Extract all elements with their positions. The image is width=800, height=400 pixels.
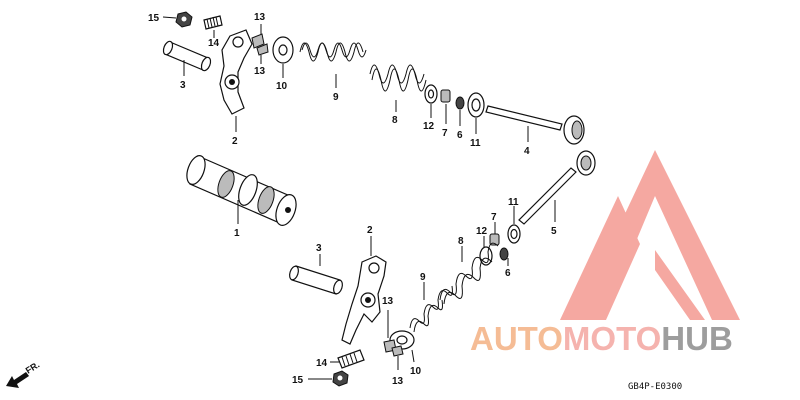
svg-text:AUTOMOTOHUB: AUTOMOTOHUB	[470, 320, 733, 357]
nut-part-lower	[332, 370, 349, 387]
outer-valve-spring-part	[369, 64, 427, 92]
callout-4-top: 4	[524, 146, 530, 157]
callout-8-top: 8	[392, 115, 398, 126]
valve-guide-clip-part	[467, 92, 485, 118]
spring-retainer-part	[272, 36, 294, 64]
watermark-text: AUTOMOTOHUB	[470, 320, 733, 357]
watermark-auto: AUTO	[470, 320, 563, 357]
valve-seal-part	[455, 96, 465, 110]
callout-5-bottom: 5	[551, 226, 557, 237]
callout-6-bottom: 6	[505, 268, 511, 279]
exhaust-valve-part	[485, 105, 585, 145]
callout-9-top: 9	[333, 92, 339, 103]
callout-7-top: 7	[442, 128, 448, 139]
callout-6-top: 6	[457, 130, 463, 141]
callout-13-top-a: 13	[254, 12, 266, 23]
callout-11-top: 11	[470, 138, 481, 149]
callout-13-top-b: 13	[254, 66, 266, 77]
callout-13-bottom-a: 13	[382, 296, 394, 307]
inner-valve-spring-part	[299, 42, 367, 62]
callout-12-bottom: 12	[476, 226, 488, 237]
intake-valve-part	[518, 150, 596, 225]
arrow-down-left-icon	[6, 372, 29, 388]
front-direction-indicator: FR.	[6, 360, 41, 388]
outer-valve-spring-part-lower	[439, 242, 499, 305]
stem-seal-part	[440, 89, 451, 103]
watermark-moto: MOTO	[563, 320, 661, 357]
callout-2-top: 2	[232, 136, 238, 147]
callout-9-bottom: 9	[420, 272, 426, 283]
callout-10-bottom: 10	[410, 366, 422, 377]
spring-seat-part	[424, 84, 438, 104]
callout-15-bottom: 15	[292, 375, 304, 386]
valve-cotter-part	[251, 33, 269, 56]
callout-10-top: 10	[276, 81, 288, 92]
inner-valve-spring-part-lower	[409, 285, 453, 333]
callout-3-top: 3	[180, 80, 186, 91]
callout-7-bottom: 7	[491, 212, 497, 223]
drawing-code: GB4P-E0300	[628, 382, 682, 392]
watermark-logo-icon	[560, 150, 740, 320]
callout-3-bottom: 3	[316, 243, 322, 254]
valve-guide-clip-part-lower	[507, 224, 521, 244]
callout-14-bottom: 14	[316, 358, 328, 369]
callout-13-bottom-b: 13	[392, 376, 404, 387]
callout-8-bottom: 8	[458, 236, 464, 247]
valve-cotter-part-lower	[383, 339, 404, 357]
camshaft-part	[186, 155, 297, 226]
valve-seal-part-lower	[499, 247, 509, 261]
watermark-hub: HUB	[661, 320, 733, 357]
callout-15-top: 15	[148, 13, 160, 24]
front-direction-label: FR.	[24, 360, 42, 376]
callout-1-top: 1	[234, 228, 240, 239]
callout-12-top: 12	[423, 121, 435, 132]
rocker-arm-part-lower	[341, 255, 387, 345]
callout-14-top: 14	[208, 38, 220, 49]
adjuster-screw-part	[203, 15, 223, 30]
nut-part	[175, 11, 193, 28]
callout-labels: 15 14 13 13 3 2 10 9 8 12 7 6 11 4 1 5 1…	[148, 12, 557, 387]
callout-2-bottom: 2	[367, 225, 373, 236]
callout-11-bottom: 11	[508, 197, 519, 208]
rocker-shaft-part	[162, 40, 212, 72]
adjuster-screw-part-lower	[337, 349, 365, 369]
rocker-shaft-part-lower	[289, 265, 343, 295]
rocker-arm-part	[219, 29, 253, 115]
